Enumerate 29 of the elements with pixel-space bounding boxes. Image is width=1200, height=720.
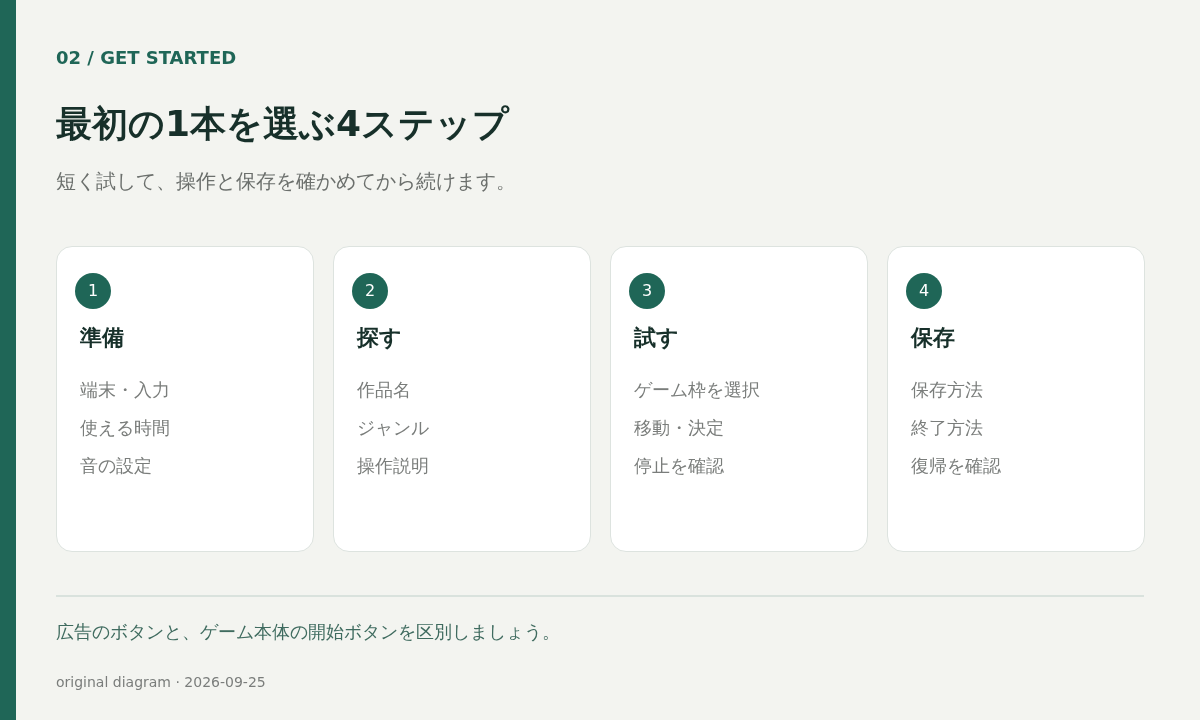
number-circle: 1 <box>75 273 111 309</box>
eyebrow-text: 02 / GET STARTED <box>56 47 237 69</box>
step-card <box>610 246 868 552</box>
list-item: ジャンル <box>357 416 429 440</box>
list-item: 終了方法 <box>911 416 983 440</box>
list-item: 移動・決定 <box>634 416 724 440</box>
list-item: 保存方法 <box>911 378 983 402</box>
list-item: 停止を確認 <box>634 454 724 478</box>
list-item: 音の設定 <box>80 454 152 478</box>
list-item: ゲーム枠を選択 <box>634 378 760 402</box>
card-heading: 準備 <box>80 324 124 352</box>
card-heading: 試す <box>634 324 679 352</box>
subtitle-text: 短く試して、操作と保存を確かめてから続けます。 <box>56 168 516 194</box>
list-item: 端末・入力 <box>80 378 170 402</box>
list-item: 操作説明 <box>357 454 429 478</box>
step-card <box>333 246 591 552</box>
note-text: 広告のボタンと、ゲーム本体の開始ボタンを区別しましょう。 <box>56 620 560 644</box>
list-item: 使える時間 <box>80 416 170 440</box>
number-circle: 3 <box>629 273 665 309</box>
step-card <box>887 246 1145 552</box>
number-circle: 2 <box>352 273 388 309</box>
number-circle: 4 <box>906 273 942 309</box>
title-text: 最初の1本を選ぶ4ステップ <box>56 102 510 146</box>
list-item: 復帰を確認 <box>911 454 1001 478</box>
card-heading: 保存 <box>911 324 955 352</box>
step-card <box>56 246 314 552</box>
card-heading: 探す <box>357 324 402 352</box>
footer-text: original diagram · 2026-09-25 <box>56 673 266 691</box>
list-item: 作品名 <box>357 378 411 402</box>
